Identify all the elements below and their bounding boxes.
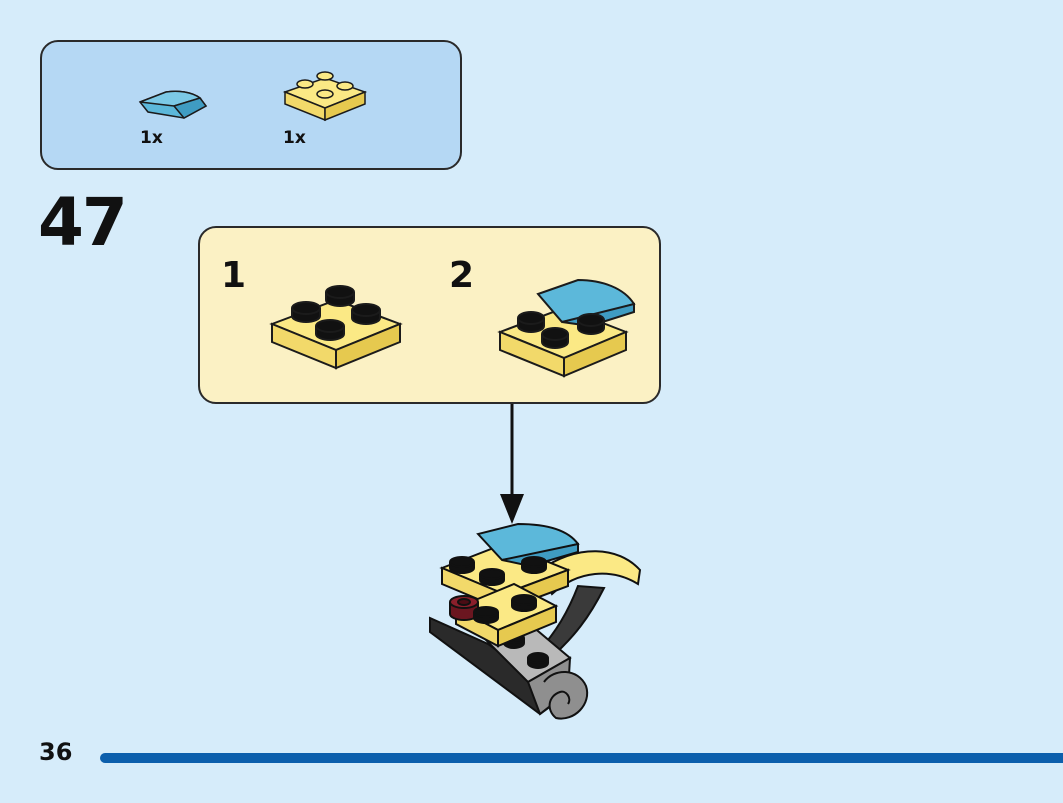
- parts-list-box: [40, 40, 462, 170]
- step-number: 47: [38, 184, 128, 261]
- sub-step-2-plate-with-slope-illustration: [497, 278, 636, 378]
- page-footer-bar: [100, 753, 1063, 763]
- attach-arrow-icon: [500, 404, 524, 524]
- sub-step-number: 2: [449, 255, 475, 296]
- yellow-plate-2x2-icon: [282, 71, 368, 122]
- page-number: 36: [39, 738, 73, 766]
- sub-step-1-plate-illustration: [269, 285, 403, 370]
- part-quantity: 1x: [283, 128, 306, 148]
- blue-curved-slope-1x2-icon: [138, 90, 208, 119]
- main-model-illustration: [429, 522, 642, 720]
- part-quantity: 1x: [140, 128, 163, 148]
- sub-step-number: 1: [221, 255, 247, 296]
